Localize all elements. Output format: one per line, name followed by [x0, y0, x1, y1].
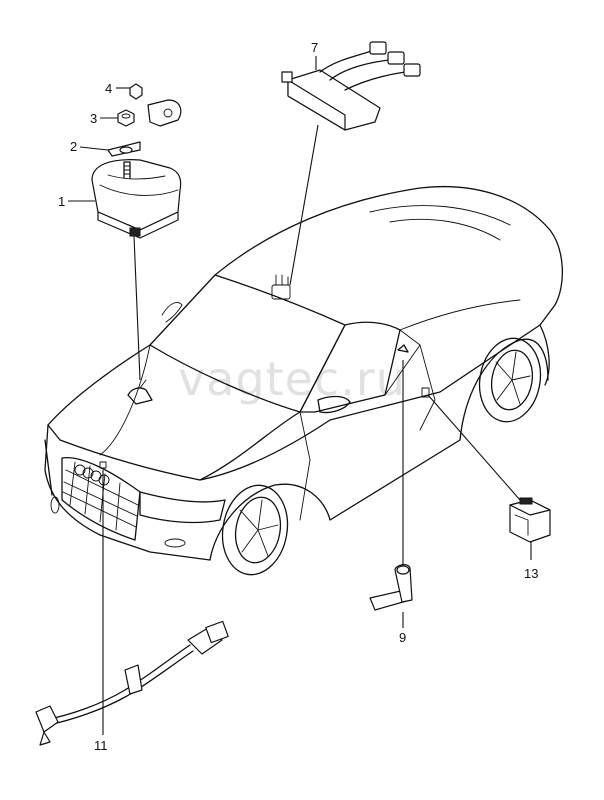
part-1-alarm-module: [91, 159, 182, 239]
callout-9: 9: [399, 630, 406, 645]
part-7-receiver-module: [281, 41, 421, 131]
hood-sensor-mark: [127, 387, 153, 405]
part-13-switch: [509, 497, 551, 543]
part-9-door-sensor: [369, 564, 413, 611]
callout-3: 3: [90, 111, 97, 126]
part-11-sensor-harness: [35, 620, 229, 746]
callout-13: 13: [524, 566, 538, 581]
part-4-nut: [129, 83, 182, 127]
callout-1: 1: [58, 194, 65, 209]
callout-4: 4: [105, 81, 112, 96]
callout-labels: 1 2 3 4 7 9 11 13: [58, 40, 538, 753]
car-illustration: [44, 185, 563, 576]
part-2-bracket: [107, 141, 141, 157]
callout-7: 7: [311, 40, 318, 55]
part-3-nut: [117, 109, 135, 127]
leader-lines: [68, 56, 532, 735]
callout-11: 11: [94, 738, 108, 753]
callout-2: 2: [70, 139, 77, 154]
